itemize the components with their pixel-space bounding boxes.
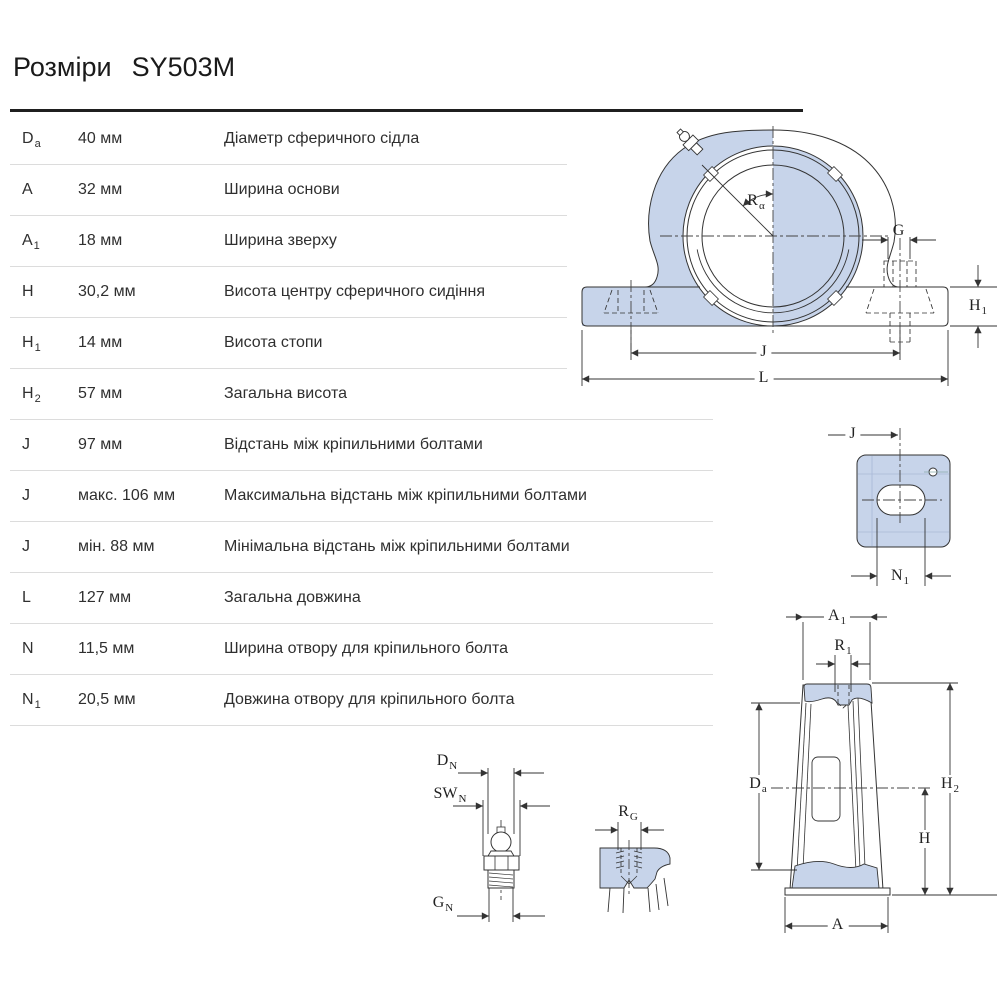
dim-description: Загальна висота xyxy=(224,385,348,402)
dim-symbol: H2 xyxy=(22,385,41,405)
grease-nipple xyxy=(676,128,704,156)
dim-symbol: A xyxy=(22,181,33,198)
dim-label-plan-n1: N1 xyxy=(890,567,910,587)
dim-label-dn: DN xyxy=(436,752,458,772)
dim-value: 57 мм xyxy=(78,385,123,402)
dim-label-ra: Rα xyxy=(747,192,765,212)
page-title-text: Розміри xyxy=(13,52,112,82)
dim-description: Максимальна відстань між кріпильними бол… xyxy=(224,487,587,504)
base-pocket-hidden xyxy=(603,289,659,314)
nipple-detail xyxy=(453,768,550,922)
dim-value: 97 мм xyxy=(78,436,123,453)
dim-description: Довжина отвору для кріпильного болта xyxy=(224,691,515,708)
title-divider xyxy=(10,109,803,112)
dim-symbol: H1 xyxy=(22,334,41,354)
dim-description: Відстань між кріпильними болтами xyxy=(224,436,483,453)
product-designation: SY503M xyxy=(131,52,236,82)
dim-symbol: J xyxy=(22,538,30,555)
dim-symbol: A1 xyxy=(22,232,40,252)
dim-value: 11,5 мм xyxy=(78,640,135,657)
dim-value: 127 мм xyxy=(78,589,132,606)
dim-label-h1: H1 xyxy=(964,297,992,317)
dim-label-a1: A1 xyxy=(823,607,851,627)
dim-description: Діаметр сферичного сідла xyxy=(224,130,420,147)
table-row: L 127 мм Загальна довжина xyxy=(10,573,713,624)
table-row: J 97 мм Відстань між кріпильними болтами xyxy=(10,420,713,471)
dim-label-swn: SWN xyxy=(433,785,467,805)
dim-swn xyxy=(453,800,550,856)
page-title: Розміри SY503M xyxy=(13,52,235,83)
dim-gn xyxy=(457,888,545,922)
foot-fill xyxy=(791,861,880,889)
dim-value: 18 мм xyxy=(78,232,123,249)
dim-value: 20,5 мм xyxy=(78,691,136,708)
front-view xyxy=(581,126,997,386)
dimensions-table: Da 40 мм Діаметр сферичного сідла A 32 м… xyxy=(10,114,713,726)
dim-label-gn: GN xyxy=(432,894,454,914)
side-view xyxy=(750,613,997,933)
table-row: J макс. 106 мм Максимальна відстань між … xyxy=(10,471,713,522)
dim-value: 32 мм xyxy=(78,181,123,198)
dim-plan-n1 xyxy=(851,518,951,586)
dim-label-rg: RG xyxy=(618,803,638,823)
dim-a1 xyxy=(786,613,887,680)
dim-h1 xyxy=(950,265,997,348)
dim-label-r1: R1 xyxy=(834,637,852,657)
dim-symbol: J xyxy=(22,436,30,453)
table-row: H2 57 мм Загальна висота xyxy=(10,369,713,420)
dim-symbol: H xyxy=(22,283,34,300)
dim-description: Ширина основи xyxy=(224,181,340,198)
dim-label-j: J xyxy=(756,343,772,361)
dim-description: Висота стопи xyxy=(224,334,323,351)
dim-description: Висота центру сферичного сидіння xyxy=(224,283,485,300)
table-row: A 32 мм Ширина основи xyxy=(10,165,567,216)
plan-view xyxy=(828,428,951,586)
table-row: Da 40 мм Діаметр сферичного сідла xyxy=(10,114,567,165)
dim-symbol: L xyxy=(22,589,31,606)
dim-label-h2: H2 xyxy=(936,775,964,795)
dim-description: Мінімальна відстань між кріпильними болт… xyxy=(224,538,570,555)
dim-symbol: N xyxy=(22,640,34,657)
dim-rg xyxy=(595,822,664,850)
dim-dn xyxy=(458,768,544,834)
thread-block-fill xyxy=(599,847,671,889)
dim-label-l: L xyxy=(754,369,774,387)
housing-section-fill xyxy=(582,130,864,327)
dim-r1 xyxy=(816,655,870,692)
table-row: J мін. 88 мм Мінімальна відстань між крі… xyxy=(10,522,713,573)
table-row: H1 14 мм Висота стопи xyxy=(10,318,567,369)
table-row: N 11,5 мм Ширина отвору для кріпильного … xyxy=(10,624,713,675)
dim-label-h: H xyxy=(914,830,936,848)
dim-description: Ширина отвору для кріпильного болта xyxy=(224,640,509,657)
table-row: H 30,2 мм Висота центру сферичного сидін… xyxy=(10,267,567,318)
dim-symbol: Da xyxy=(22,130,41,150)
dim-symbol: N1 xyxy=(22,691,41,711)
table-row: A1 18 мм Ширина зверху xyxy=(10,216,567,267)
dim-value: 40 мм xyxy=(78,130,123,147)
thread-detail xyxy=(595,822,671,914)
dim-value: 14 мм xyxy=(78,334,123,351)
dim-label-g: G xyxy=(892,222,905,239)
dim-description: Ширина зверху xyxy=(224,232,337,249)
dim-description: Загальна довжина xyxy=(224,589,361,606)
dim-value: 30,2 мм xyxy=(78,283,136,300)
dim-label-da: Da xyxy=(745,775,771,795)
dim-h2 xyxy=(872,682,997,896)
dim-value: мін. 88 мм xyxy=(78,538,155,555)
dim-label-plan-j: J xyxy=(845,425,861,443)
dim-g xyxy=(862,236,936,259)
table-row: N1 20,5 мм Довжина отвору для кріпильног… xyxy=(10,675,713,726)
dim-value: макс. 106 мм xyxy=(78,487,176,504)
dim-symbol: J xyxy=(22,487,30,504)
dim-label-a: A xyxy=(827,916,849,934)
